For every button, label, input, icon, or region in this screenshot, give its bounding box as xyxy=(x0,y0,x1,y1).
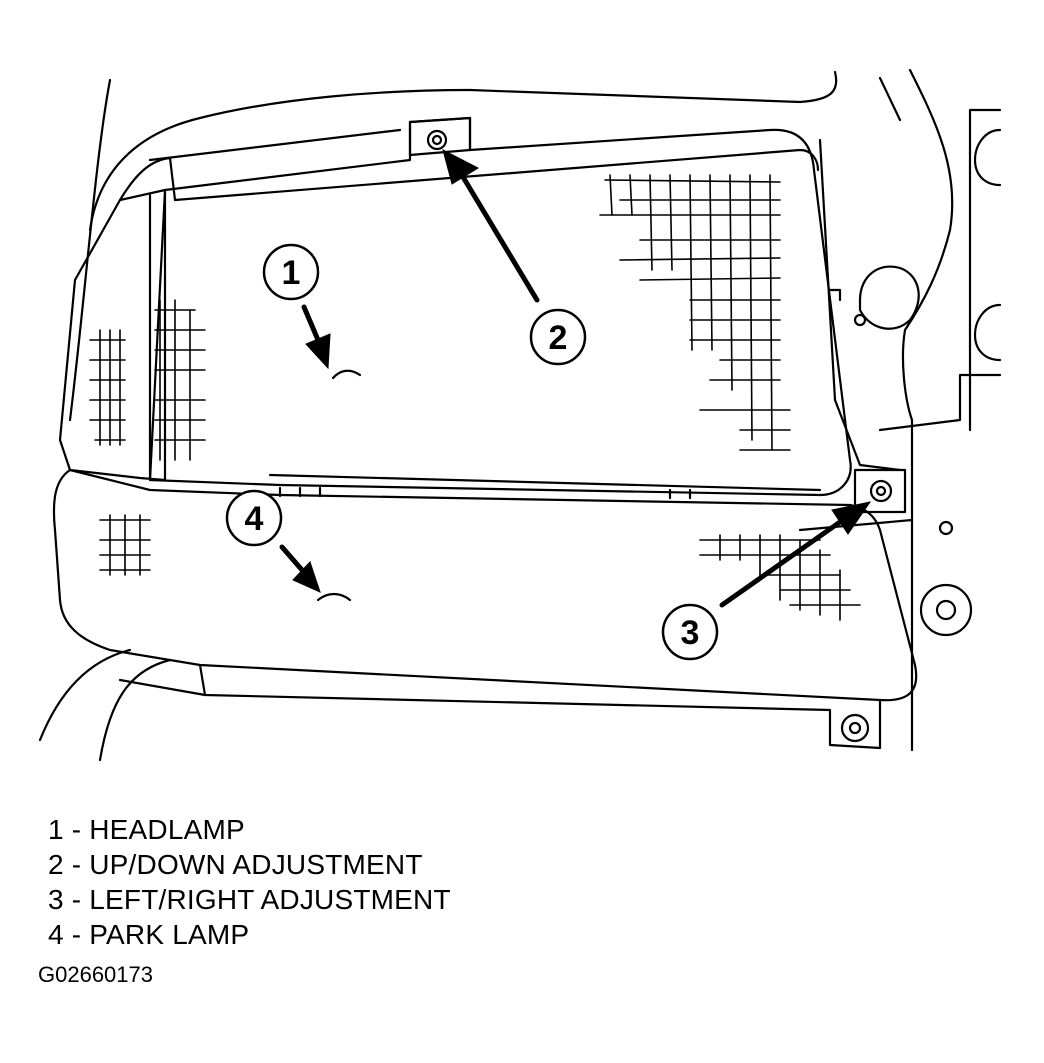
arrowhead-2 xyxy=(442,149,480,185)
headlamp-pointer-tail xyxy=(331,369,362,380)
callout-circle-4 xyxy=(225,489,283,547)
headlamp-housing xyxy=(58,116,902,497)
callout-circle-2 xyxy=(529,308,587,366)
arrow-to-headlamp-1 xyxy=(301,304,321,343)
legend-item-park-lamp: 4 - PARK LAMP xyxy=(48,919,250,950)
arrowhead-3 xyxy=(831,501,872,535)
legend-item-left-right-adjustment: 3 - LEFT/RIGHT ADJUSTMENT xyxy=(48,884,451,915)
legend-item-up-down-adjustment: 2 - UP/DOWN ADJUSTMENT xyxy=(48,849,423,880)
callout-label-2: 2 xyxy=(549,319,568,357)
callout-label-3: 3 xyxy=(681,614,700,652)
callout-circle-3 xyxy=(661,603,719,661)
left-right-adjustment-screw xyxy=(869,479,893,503)
mounting-boss xyxy=(828,265,920,330)
legend-item-headlamp: 1 - HEADLAMP xyxy=(48,814,245,845)
headlamp-diagram: 1 2 3 4 xyxy=(38,68,1002,762)
legend: 1 - HEADLAMP 2 - UP/DOWN ADJUSTMENT 3 - … xyxy=(48,812,451,952)
park-lamp-pointer-tail xyxy=(316,592,352,602)
arrow-to-park-lamp-4 xyxy=(279,544,305,573)
headlamp-lens-pattern xyxy=(89,174,791,461)
callout-label-4: 4 xyxy=(245,500,264,538)
figure-code: G02660173 xyxy=(38,962,153,987)
arrowhead-1 xyxy=(305,333,331,370)
arrow-to-screw-2 xyxy=(460,174,540,303)
callout-label-1: 1 xyxy=(282,254,301,292)
vehicle-body-outline xyxy=(38,68,1002,762)
callout-circle-1 xyxy=(262,243,320,301)
up-down-adjustment-screw xyxy=(426,129,448,151)
arrowhead-4 xyxy=(292,561,321,593)
park-lamp-lens-pattern xyxy=(99,514,861,621)
arrow-to-screw-3 xyxy=(719,519,843,608)
park-lamp-housing xyxy=(52,468,918,750)
